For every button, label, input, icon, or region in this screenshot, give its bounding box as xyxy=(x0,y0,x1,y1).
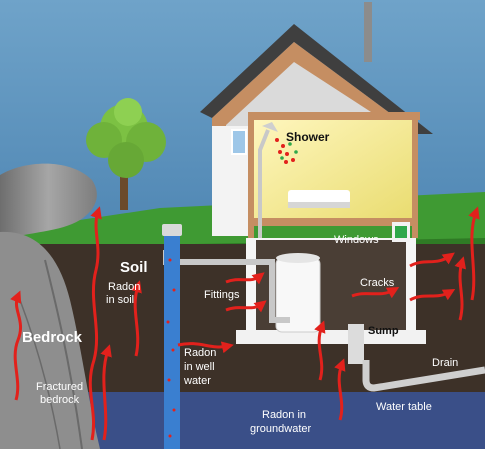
floor xyxy=(248,218,418,226)
label-radon-well-3: water xyxy=(183,375,211,387)
label-radon-well-1: Radon xyxy=(184,347,216,359)
boulder xyxy=(0,163,97,240)
label-bedrock: Bedrock xyxy=(22,329,83,346)
small-window xyxy=(231,129,247,155)
basement-floor xyxy=(236,330,426,344)
label-radon-gw-2: groundwater xyxy=(250,423,311,435)
tree-trunk xyxy=(120,160,128,210)
label-soil: Soil xyxy=(120,259,148,276)
shower-head xyxy=(262,122,278,132)
chimney xyxy=(364,2,372,62)
sump-pit xyxy=(348,324,364,364)
bed xyxy=(288,190,350,204)
label-shower: Shower xyxy=(286,130,330,144)
label-radon-in-soil-2: in soil xyxy=(106,294,134,306)
bedrock xyxy=(0,231,100,449)
label-fractured-2: bedrock xyxy=(40,394,80,406)
well-casing xyxy=(164,232,180,449)
label-radon-well-2: in well xyxy=(184,361,215,373)
label-cracks: Cracks xyxy=(360,277,395,289)
label-fractured-1: Fractured xyxy=(36,381,83,393)
label-sump: Sump xyxy=(368,325,399,337)
label-radon-in-soil-1: Radon xyxy=(108,281,140,293)
label-water-table: Water table xyxy=(376,401,432,413)
well-radon-dots xyxy=(166,258,176,438)
drain-pipe xyxy=(362,360,485,392)
well-cap xyxy=(162,224,182,236)
shower-pipe xyxy=(258,129,270,238)
label-windows: Windows xyxy=(334,234,379,246)
label-radon-gw-1: Radon in xyxy=(262,409,306,421)
label-fittings: Fittings xyxy=(204,289,240,301)
shower-spray xyxy=(275,138,295,164)
tree-canopy xyxy=(86,98,166,178)
radon-arrows xyxy=(10,206,480,441)
label-drain: Drain xyxy=(432,357,458,369)
